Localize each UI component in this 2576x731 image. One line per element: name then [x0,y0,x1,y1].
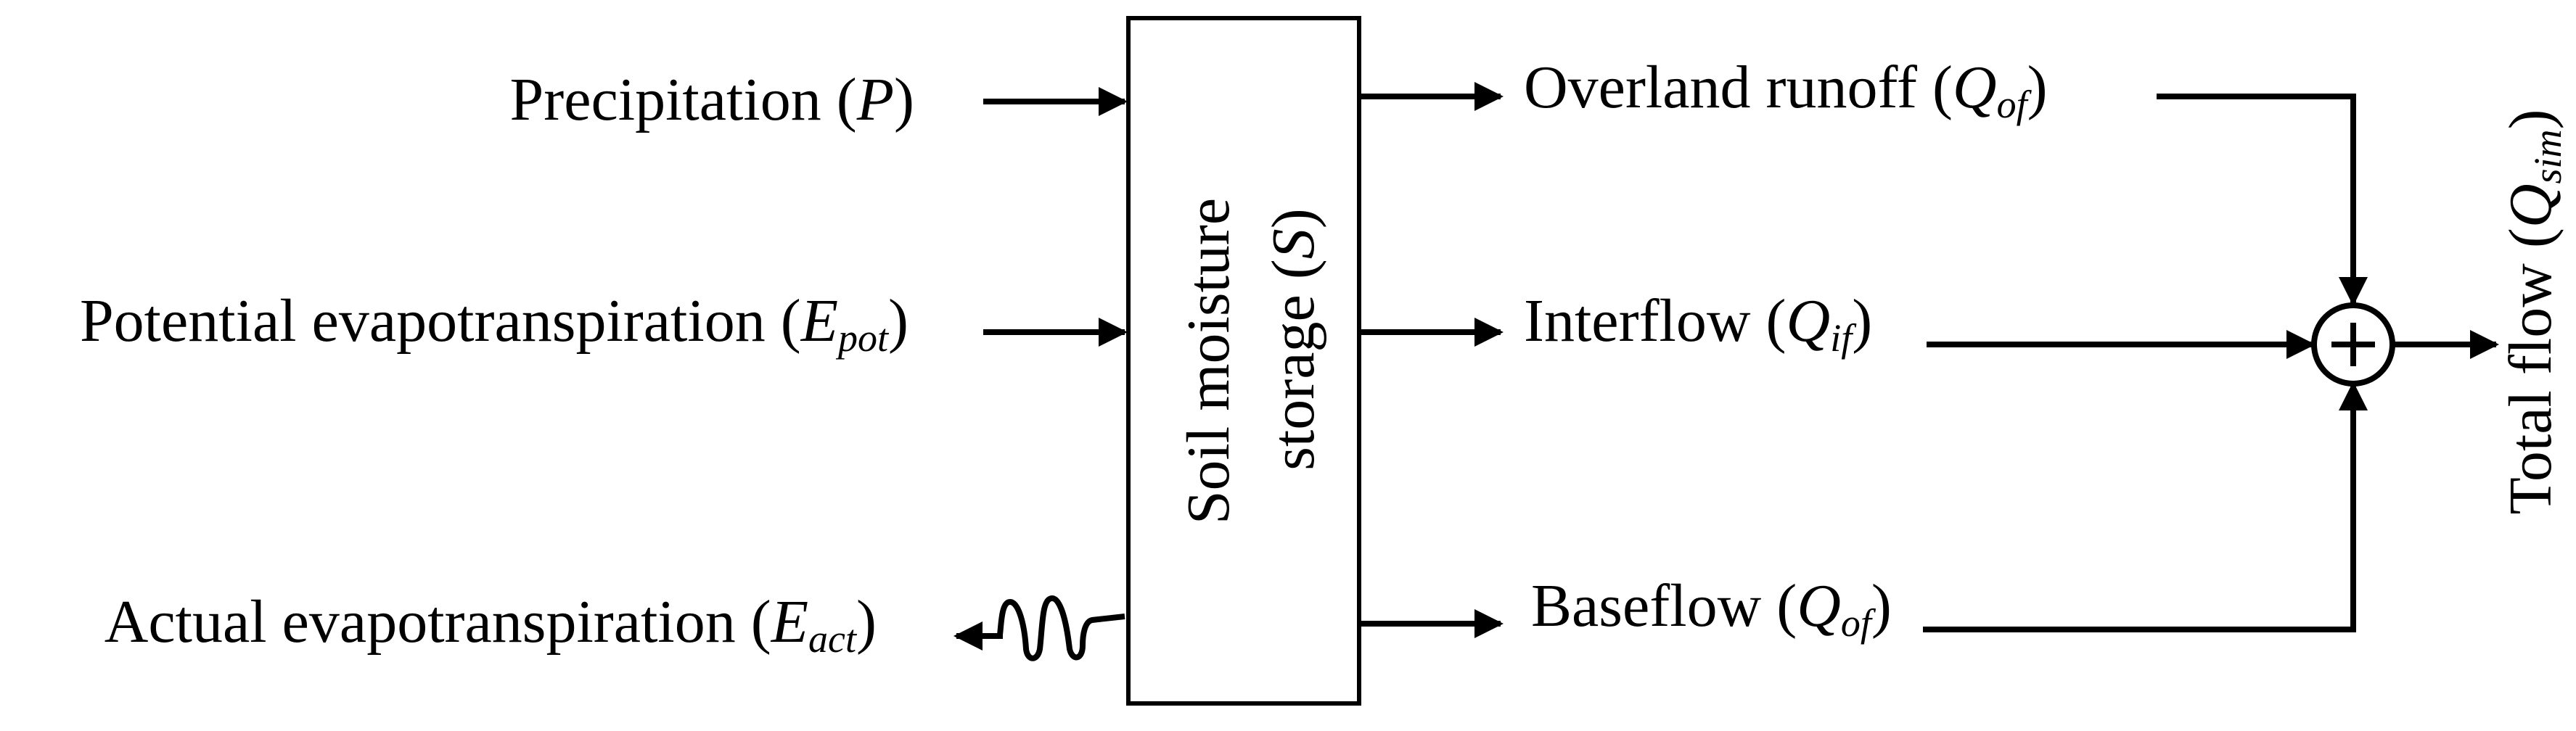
soil-moisture-storage-box [1126,16,1361,706]
interflow-label: Interflow (Qif) [1524,287,1872,360]
storage-label-line2: storage (S) [1260,208,1327,471]
baseflow-to-sum-wire [1923,381,2368,632]
baseflow-label: Baseflow (Qof) [1531,572,1892,645]
storage-label-line1: Soil moisture [1175,198,1242,524]
actual-evapotranspiration-label: Actual evapotranspiration (Eact) [104,588,877,661]
overland-runoff-label: Overland runoff (Qof) [1524,54,2048,126]
evaporation-squiggle [976,595,1125,661]
potential-evapotranspiration-label: Potential evapotranspiration (Epot) [80,287,908,360]
total-flow-label: Total flow (Qsim) [2497,109,2569,514]
overland-to-sum-wire [2157,94,2368,306]
precipitation-label: Precipitation (P) [510,66,915,133]
